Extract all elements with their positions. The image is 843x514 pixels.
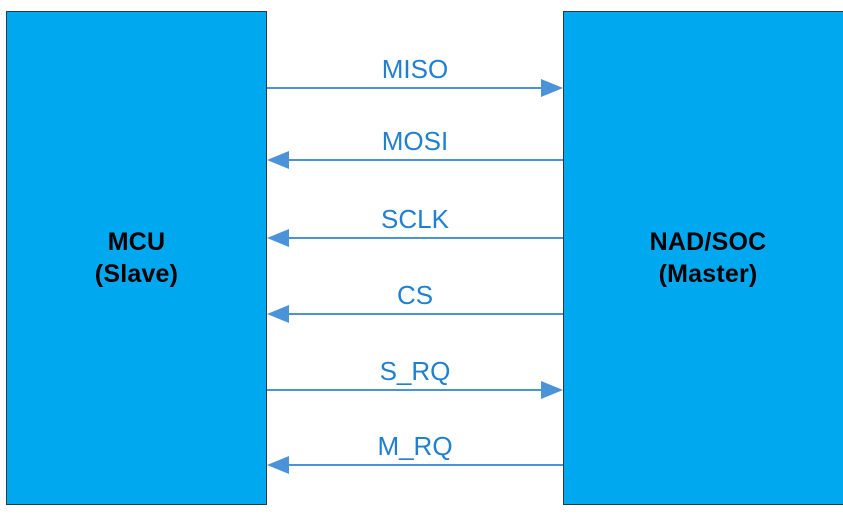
signal-label-cs: CS [396, 280, 434, 310]
node-mcu-subtitle: (Slave) [94, 260, 179, 288]
signal-arrow-sclk-icon [267, 229, 563, 247]
signal-arrow-mosi-icon [267, 151, 563, 169]
signal-arrow-cs-icon [267, 305, 563, 323]
signal-arrow-s_rq-icon [267, 381, 563, 399]
signal-arrow-m_rq-icon [267, 456, 563, 474]
signal-label-m_rq: M_RQ [377, 431, 453, 461]
signal-label-sclk: SCLK [381, 204, 449, 234]
signal-arrow-miso-icon [267, 79, 563, 97]
node-nad-soc-title: NAD/SOC [649, 228, 767, 256]
signal-label-mosi: MOSI [381, 126, 449, 156]
node-nad-soc-subtitle: (Master) [658, 260, 758, 288]
signal-label-miso: MISO [381, 54, 449, 84]
node-mcu[interactable]: MCU (Slave) [6, 11, 267, 505]
signal-label-s_rq: S_RQ [379, 356, 451, 386]
node-nad-soc[interactable]: NAD/SOC (Master) [563, 11, 843, 505]
node-mcu-title: MCU [107, 228, 166, 256]
